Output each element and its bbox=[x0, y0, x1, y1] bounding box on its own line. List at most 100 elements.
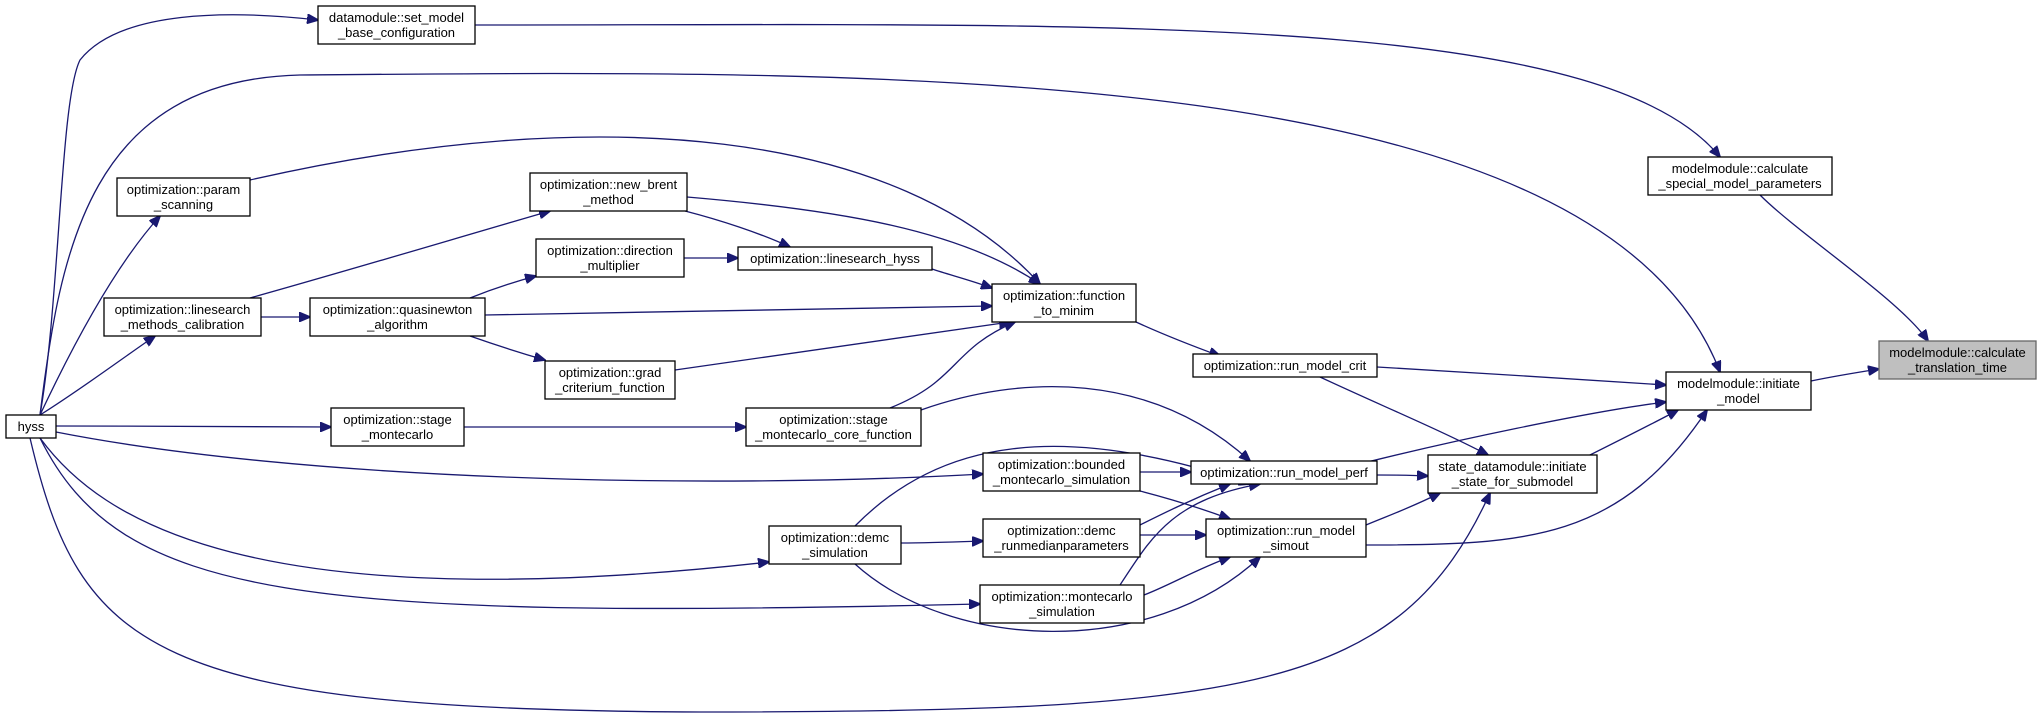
node-label: modelmodule::calculate bbox=[1889, 345, 2026, 360]
edge-demc-simulation-to-run-model-perf bbox=[854, 445, 1250, 527]
node-box bbox=[1878, 340, 2037, 380]
edge-hyss-to-param-scanning bbox=[39, 216, 160, 416]
node-label: _special_model_parameters bbox=[1657, 176, 1822, 191]
edge-run-model-crit-to-initiate-state-for-submodel bbox=[1319, 376, 1488, 455]
edge-run-model-simout-to-initiate-state-for-submodel bbox=[1365, 493, 1440, 526]
node-label: _multiplier bbox=[579, 258, 640, 273]
edge-quasinewton-algorithm-to-direction-multiplier bbox=[469, 276, 536, 299]
node-label: _scanning bbox=[153, 197, 213, 212]
node-demc-runmedianparameters[interactable]: optimization::demc_runmedianparameters bbox=[982, 518, 1141, 558]
edge-demc-simulation-to-run-model-simout bbox=[854, 557, 1260, 633]
edge-linesearch-hyss-to-function-to-minim bbox=[931, 268, 992, 288]
node-grad-criterium-function[interactable]: optimization::grad_criterium_function bbox=[544, 360, 676, 400]
node-label: _montecarlo bbox=[361, 427, 434, 442]
node-montecarlo-simulation[interactable]: optimization::montecarlo_simulation bbox=[979, 584, 1145, 624]
node-box bbox=[544, 360, 676, 400]
edge-hyss-to-initiate-state-for-submodel bbox=[29, 437, 1490, 713]
node-box bbox=[982, 452, 1141, 492]
node-run-model-simout[interactable]: optimization::run_model_simout bbox=[1205, 518, 1367, 558]
node-label: optimization::function bbox=[1003, 288, 1125, 303]
node-initiate-model[interactable]: modelmodule::initiate_model bbox=[1665, 371, 1812, 411]
nodes-layer: modelmodule::calculate_translation_time d… bbox=[5, 5, 2037, 624]
edge-run-model-simout-to-initiate-model bbox=[1365, 410, 1707, 546]
node-label: optimization::quasinewton bbox=[323, 302, 473, 317]
node-box bbox=[1192, 353, 1378, 378]
node-box bbox=[5, 414, 57, 439]
node-set-model-base-config[interactable]: datamodule::set_model_base_configuration bbox=[317, 5, 476, 45]
node-label: state_datamodule::initiate bbox=[1438, 459, 1586, 474]
edge-initiate-model-to-calc-translation-time bbox=[1810, 369, 1879, 382]
edge-initiate-state-for-submodel-to-initiate-model bbox=[1579, 410, 1678, 461]
node-label: _algorithm bbox=[366, 317, 428, 332]
edge-stage-montecarlo-core-function-to-run-model-perf bbox=[920, 385, 1250, 461]
edge-demc-simulation-to-demc-runmedianparameters bbox=[900, 541, 983, 543]
node-box bbox=[116, 177, 251, 217]
node-label: optimization::stage bbox=[343, 412, 451, 427]
node-label: modelmodule::initiate bbox=[1677, 376, 1800, 391]
edge-stage-montecarlo-core-function-to-function-to-minim bbox=[889, 322, 1015, 409]
edge-demc-runmedianparameters-to-run-model-perf bbox=[1139, 484, 1230, 526]
node-calc-special-params[interactable]: modelmodule::calculate_special_model_par… bbox=[1647, 156, 1833, 196]
edge-function-to-minim-to-run-model-crit bbox=[1135, 321, 1220, 356]
node-box bbox=[768, 525, 902, 565]
node-label: _montecarlo_simulation bbox=[992, 472, 1130, 487]
edge-quasinewton-algorithm-to-function-to-minim bbox=[484, 306, 992, 316]
node-linesearch-hyss[interactable]: optimization::linesearch_hyss bbox=[737, 246, 933, 271]
edge-param-scanning-to-function-to-minim bbox=[249, 136, 1040, 284]
node-run-model-crit[interactable]: optimization::run_model_crit bbox=[1192, 353, 1378, 378]
edge-montecarlo-simulation-to-run-model-perf bbox=[1119, 484, 1260, 586]
edge-montecarlo-simulation-to-run-model-simout bbox=[1143, 557, 1230, 596]
node-quasinewton-algorithm[interactable]: optimization::quasinewton_algorithm bbox=[309, 297, 486, 337]
node-label: _criterium_function bbox=[554, 380, 665, 395]
node-box bbox=[309, 297, 486, 337]
edge-bounded-montecarlo-simulation-to-run-model-simout bbox=[1139, 490, 1230, 519]
node-box bbox=[103, 297, 262, 337]
node-label: optimization::param bbox=[127, 182, 240, 197]
node-label: optimization::grad bbox=[559, 365, 662, 380]
node-new-brent-method[interactable]: optimization::new_brent_method bbox=[529, 172, 688, 212]
node-initiate-state-for-submodel[interactable]: state_datamodule::initiate_state_for_sub… bbox=[1427, 454, 1598, 494]
edge-hyss-to-demc-simulation bbox=[39, 437, 769, 580]
node-label: optimization::montecarlo bbox=[992, 589, 1133, 604]
node-label: _runmedianparameters bbox=[993, 538, 1129, 553]
node-param-scanning[interactable]: optimization::param_scanning bbox=[116, 177, 251, 217]
node-label: optimization::demc bbox=[781, 530, 890, 545]
node-box bbox=[1205, 518, 1367, 558]
node-run-model-perf[interactable]: optimization::run_model_perf bbox=[1190, 460, 1378, 485]
node-box bbox=[979, 584, 1145, 624]
node-box bbox=[737, 246, 933, 271]
node-label: _simulation bbox=[1028, 604, 1095, 619]
node-box bbox=[1190, 460, 1378, 485]
node-stage-montecarlo[interactable]: optimization::stage_montecarlo bbox=[330, 407, 465, 447]
node-label: _simout bbox=[1262, 538, 1309, 553]
node-demc-simulation[interactable]: optimization::demc_simulation bbox=[768, 525, 902, 565]
node-box bbox=[1427, 454, 1598, 494]
node-label: _methods_calibration bbox=[120, 317, 245, 332]
node-box bbox=[535, 238, 685, 278]
edge-hyss-to-initiate-model bbox=[39, 72, 1720, 416]
edges-layer bbox=[29, 15, 1928, 713]
node-calc-translation-time[interactable]: modelmodule::calculate_translation_time bbox=[1878, 340, 2037, 380]
edge-hyss-to-set-model-base-config bbox=[39, 15, 318, 416]
node-box bbox=[982, 518, 1141, 558]
node-label: optimization::stage bbox=[779, 412, 887, 427]
edge-linesearch-methods-calibration-to-new-brent-method bbox=[249, 211, 550, 299]
node-label: _base_configuration bbox=[337, 25, 455, 40]
node-box bbox=[1665, 371, 1812, 411]
edge-hyss-to-stage-montecarlo bbox=[55, 426, 331, 427]
node-label: optimization::run_model_crit bbox=[1204, 358, 1367, 373]
node-stage-montecarlo-core-function[interactable]: optimization::stage_montecarlo_core_func… bbox=[745, 407, 922, 447]
node-function-to-minim[interactable]: optimization::function_to_minim bbox=[991, 283, 1137, 323]
node-label: optimization::linesearch_hyss bbox=[750, 251, 920, 266]
node-label: datamodule::set_model bbox=[329, 10, 464, 25]
edge-new-brent-method-to-function-to-minim bbox=[686, 196, 1040, 284]
node-hyss[interactable]: hyss bbox=[5, 414, 57, 439]
node-bounded-montecarlo-simulation[interactable]: optimization::bounded_montecarlo_simulat… bbox=[982, 452, 1141, 492]
node-direction-multiplier[interactable]: optimization::direction_multiplier bbox=[535, 238, 685, 278]
node-label: _montecarlo_core_function bbox=[754, 427, 912, 442]
edge-calc-special-params-to-calc-translation-time bbox=[1759, 194, 1928, 341]
node-linesearch-methods-calibration[interactable]: optimization::linesearch_methods_calibra… bbox=[103, 297, 262, 337]
edge-hyss-to-linesearch-methods-calibration bbox=[39, 336, 155, 416]
node-label: _method bbox=[582, 192, 634, 207]
